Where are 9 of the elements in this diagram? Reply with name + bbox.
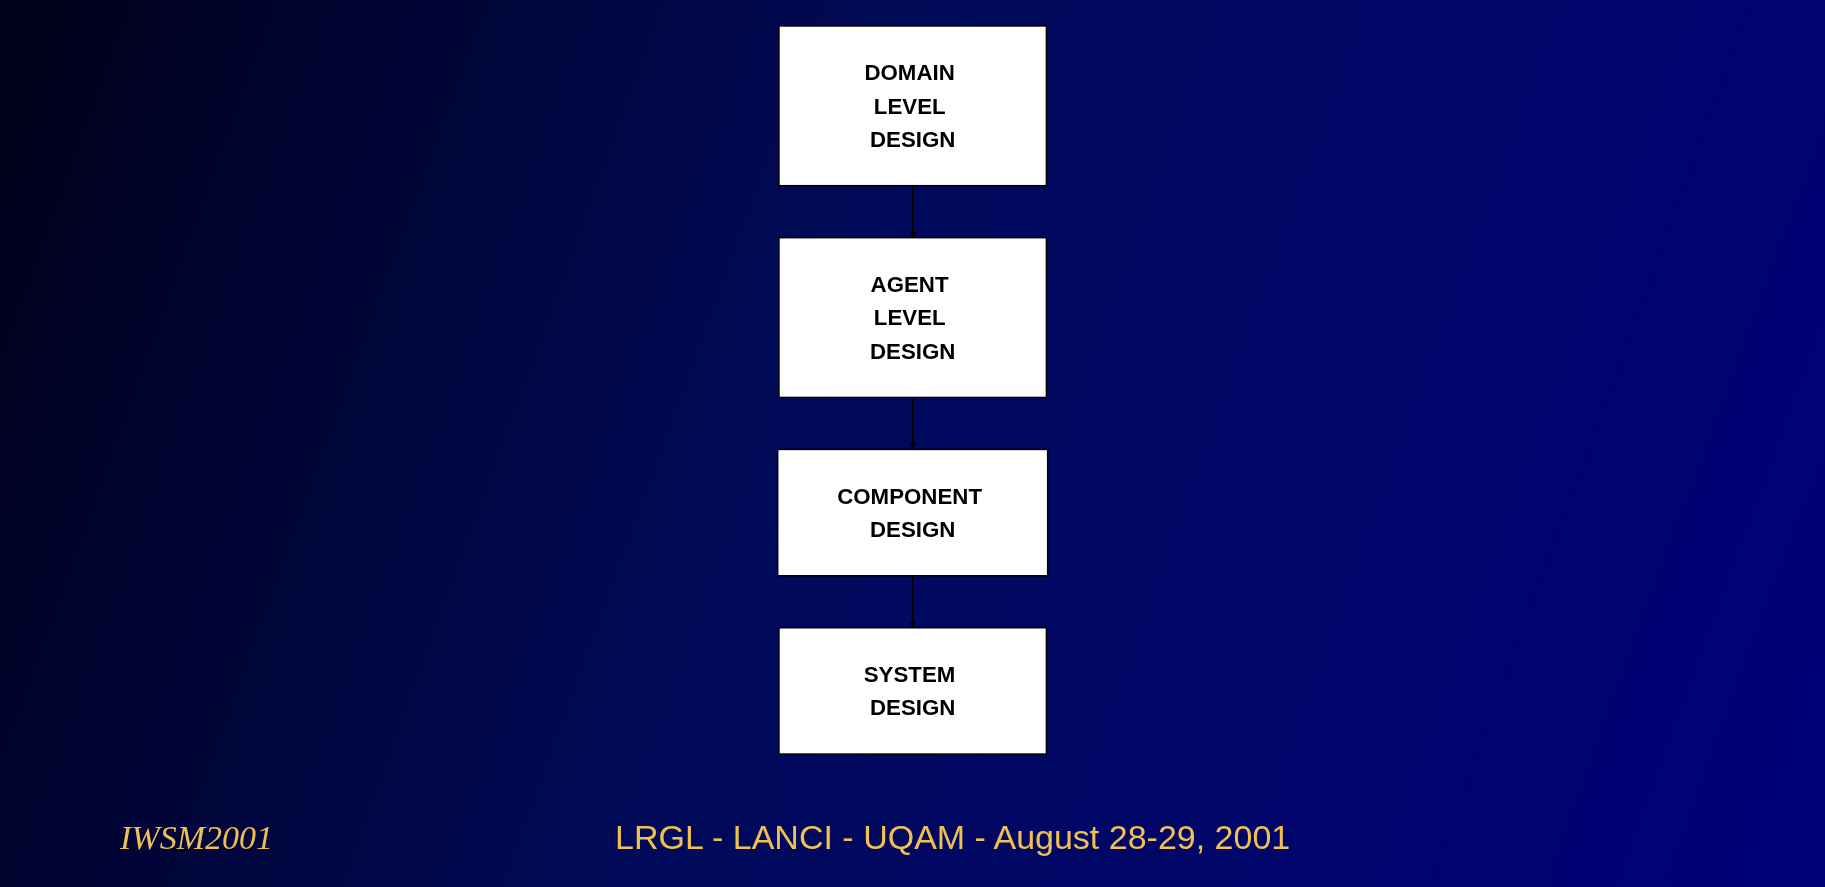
node-box: SYSTEM DESIGN [778,627,1047,755]
arrow [909,184,916,238]
arrow [909,575,916,629]
conference-label: IWSM2001 [120,819,273,857]
arrow [909,396,916,450]
node-box: DOMAIN LEVEL DESIGN [778,25,1047,187]
node-box: COMPONENT DESIGN [776,448,1049,577]
footer-text: LRGL - LANCI - UQAM - August 28-29, 2001 [615,818,1291,857]
node-box: AGENT LEVEL DESIGN [778,236,1047,399]
